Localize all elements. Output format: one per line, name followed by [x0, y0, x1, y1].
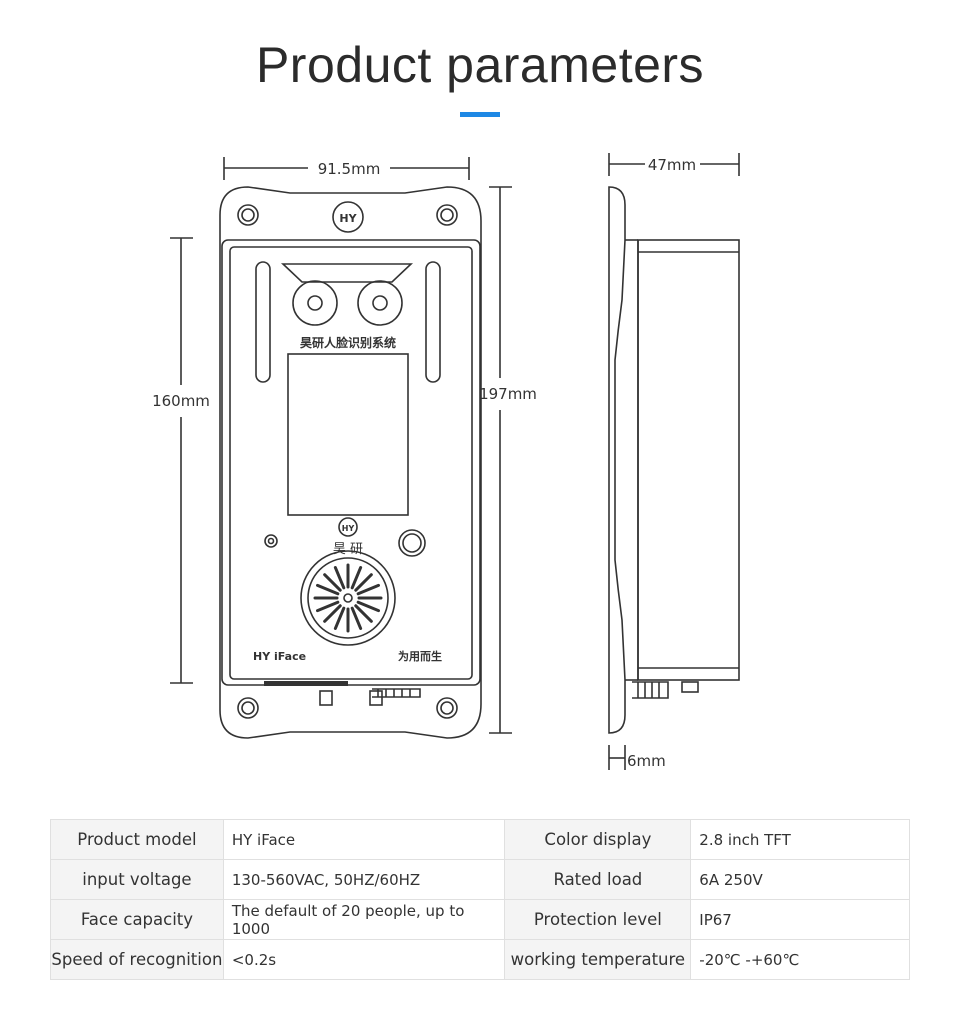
camera-right	[357, 280, 403, 326]
round-button	[398, 529, 426, 557]
grille-slot	[316, 600, 340, 613]
grille-slot	[350, 606, 363, 630]
spec-value: 2.8 inch TFT	[690, 819, 910, 860]
inner-height-label: 160mm	[152, 392, 210, 410]
depth-label: 47mm	[648, 156, 696, 174]
page-title: Product parameters	[255, 37, 705, 93]
spec-key: Face capacity	[50, 899, 224, 940]
right-slot	[425, 261, 441, 383]
front-view: 91.5mm HY 昊研人脸识别系统 HY 昊 研	[152, 157, 537, 739]
grille-slot	[333, 566, 346, 590]
gear-icon	[264, 534, 278, 548]
spec-value: <0.2s	[222, 939, 506, 980]
spec-key: working temperature	[504, 939, 692, 980]
spec-key: input voltage	[50, 859, 224, 900]
spec-key: Speed of recognition	[50, 939, 224, 980]
top-logo: HY	[332, 201, 364, 233]
device-brand-label: 昊 研	[333, 542, 363, 557]
table-row: Product model HY iFace Color display 2.8…	[50, 819, 910, 860]
speaker-grille	[300, 550, 396, 646]
bottom-bar	[264, 681, 348, 686]
camera-left	[292, 280, 338, 326]
table-row: input voltage 130-560VAC, 50HZ/60HZ Rate…	[50, 859, 910, 900]
svg-text:HY: HY	[342, 524, 355, 533]
spec-key: Protection level	[504, 899, 692, 940]
side-port	[681, 681, 699, 693]
spec-value: 6A 250V	[690, 859, 910, 900]
screw-hole-bottom-right	[436, 697, 458, 719]
device-system-label: 昊研人脸识别系统	[300, 335, 396, 350]
spec-value: HY iFace	[222, 819, 506, 860]
product-dimension-drawing: 91.5mm HY 昊研人脸识别系统 HY 昊 研	[152, 153, 740, 770]
grille-slot	[333, 606, 346, 630]
flange-dimension: 6mm	[608, 745, 666, 770]
device-model-label: HY iFace	[253, 650, 306, 663]
table-row: Speed of recognition <0.2s working tempe…	[50, 939, 910, 980]
width-label: 91.5mm	[318, 160, 381, 178]
spec-value: 130-560VAC, 50HZ/60HZ	[222, 859, 506, 900]
table-row: Face capacity The default of 20 people, …	[50, 899, 910, 940]
spec-key: Color display	[504, 819, 692, 860]
spec-value: -20℃ -+60℃	[690, 939, 910, 980]
spec-key: Rated load	[504, 859, 692, 900]
width-dimension: 91.5mm	[223, 157, 470, 180]
screw-hole-bottom-left	[237, 697, 259, 719]
depth-dimension: 47mm	[608, 153, 740, 176]
device-slogan-label: 为用而生	[398, 649, 442, 663]
front-panel	[229, 246, 473, 680]
spec-key: Product model	[50, 819, 224, 860]
outer-shell	[219, 186, 482, 739]
total-height-label: 197mm	[479, 385, 537, 403]
side-body	[637, 239, 740, 681]
grille-slot	[323, 604, 342, 623]
total-height-dimension: 197mm	[479, 186, 537, 734]
grille-slot	[354, 604, 373, 623]
grille-slot	[323, 573, 342, 592]
spec-value: IP67	[690, 899, 910, 940]
camera-visor	[280, 263, 414, 283]
screw-hole-top-left	[237, 204, 259, 226]
left-slot	[255, 261, 271, 383]
grille-slot	[350, 566, 363, 590]
grille-slot	[356, 583, 380, 596]
side-cable-gland	[632, 681, 669, 699]
brand-logo: HY	[338, 517, 358, 537]
grille-slot	[354, 573, 373, 592]
spec-table: Product model HY iFace Color display 2.8…	[50, 819, 910, 980]
grille-slot	[356, 600, 380, 613]
inner-height-dimension: 160mm	[152, 237, 210, 684]
side-view: 47mm 6mm	[608, 153, 740, 770]
bottom-port-right	[369, 690, 383, 706]
grille-slot	[316, 583, 340, 596]
bottom-port-left	[319, 690, 333, 706]
bottom-cable-gland	[372, 688, 421, 698]
flange-label: 6mm	[627, 752, 666, 770]
side-back-plate	[608, 186, 626, 734]
svg-text:HY: HY	[339, 212, 357, 225]
screw-hole-top-right	[436, 204, 458, 226]
title-underline	[460, 112, 500, 117]
spec-value: The default of 20 people, up to 1000	[222, 899, 506, 940]
display-screen	[287, 353, 409, 516]
